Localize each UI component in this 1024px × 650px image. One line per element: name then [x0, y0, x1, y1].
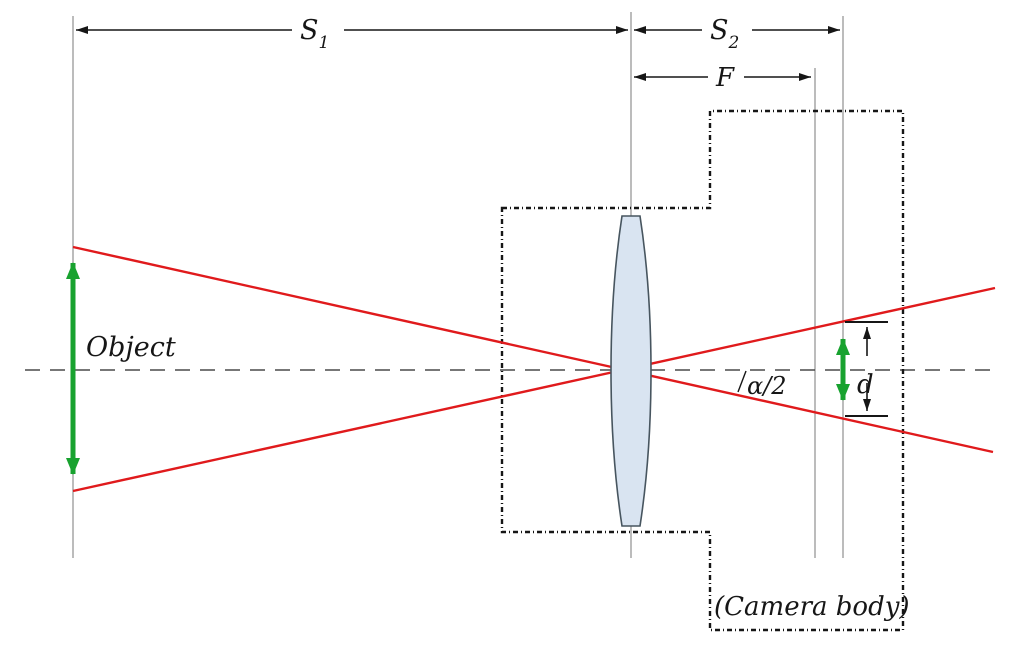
half-angle-tick: [737, 370, 747, 393]
s2-label: S2: [710, 15, 739, 53]
half-angle-label: α/2: [747, 372, 787, 400]
focal-label-backing: [708, 59, 744, 93]
s1-label: S1: [300, 15, 329, 53]
camera-body-label: (Camera body): [714, 592, 910, 622]
s2-label-backing: [702, 10, 752, 52]
lens-glass: [610, 215, 652, 527]
ray-from-object-top: [72, 245, 994, 454]
camera-body-outline: [500, 109, 905, 632]
focal-label: F: [715, 63, 735, 93]
s1-label-backing: [292, 10, 344, 52]
object-label: Object: [86, 332, 176, 363]
image-size-label: d: [857, 370, 874, 400]
ray-from-object-bottom: [72, 286, 996, 493]
